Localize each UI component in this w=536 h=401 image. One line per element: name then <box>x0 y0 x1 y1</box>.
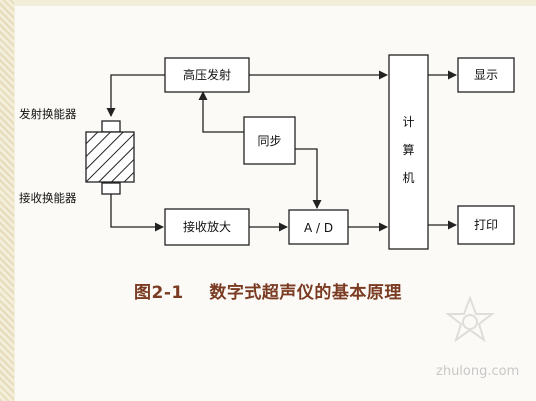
receive-transducer-tab <box>101 182 121 195</box>
connection-lines <box>106 70 457 232</box>
hv-transmit-label: 高压发射 <box>183 67 231 82</box>
transmit-transducer-tab <box>101 120 121 133</box>
tx-transducer-label: 发射换能器 <box>19 107 77 121</box>
adc-block: A / D <box>288 209 349 245</box>
display-block: 显示 <box>457 57 515 93</box>
printer-block: 打印 <box>457 205 515 245</box>
figure-caption: 图2-1 数字式超声仪的基本原理 <box>134 283 402 303</box>
transducer-stack <box>85 120 135 195</box>
computer-char-3: 机 <box>402 171 414 185</box>
test-specimen-block <box>85 131 135 183</box>
printer-label: 打印 <box>474 218 498 232</box>
watermark-text: zhulong.com <box>436 364 520 379</box>
rx-transducer-label: 接收换能器 <box>19 191 77 205</box>
amplifier-block: 接收放大 <box>164 208 250 246</box>
sync-label: 同步 <box>257 134 281 148</box>
display-label: 显示 <box>474 68 498 82</box>
amplifier-label: 接收放大 <box>183 219 231 234</box>
computer-char-1: 计 <box>402 115 414 129</box>
hv-transmit-block: 高压发射 <box>164 57 250 93</box>
computer-char-2: 算 <box>402 142 414 157</box>
zhulong-logo-watermark <box>445 295 495 343</box>
adc-label: A / D <box>304 221 333 235</box>
left-stripe-border <box>0 0 14 401</box>
computer-block: 计 算 机 <box>388 54 429 250</box>
sync-block: 同步 <box>243 116 296 165</box>
